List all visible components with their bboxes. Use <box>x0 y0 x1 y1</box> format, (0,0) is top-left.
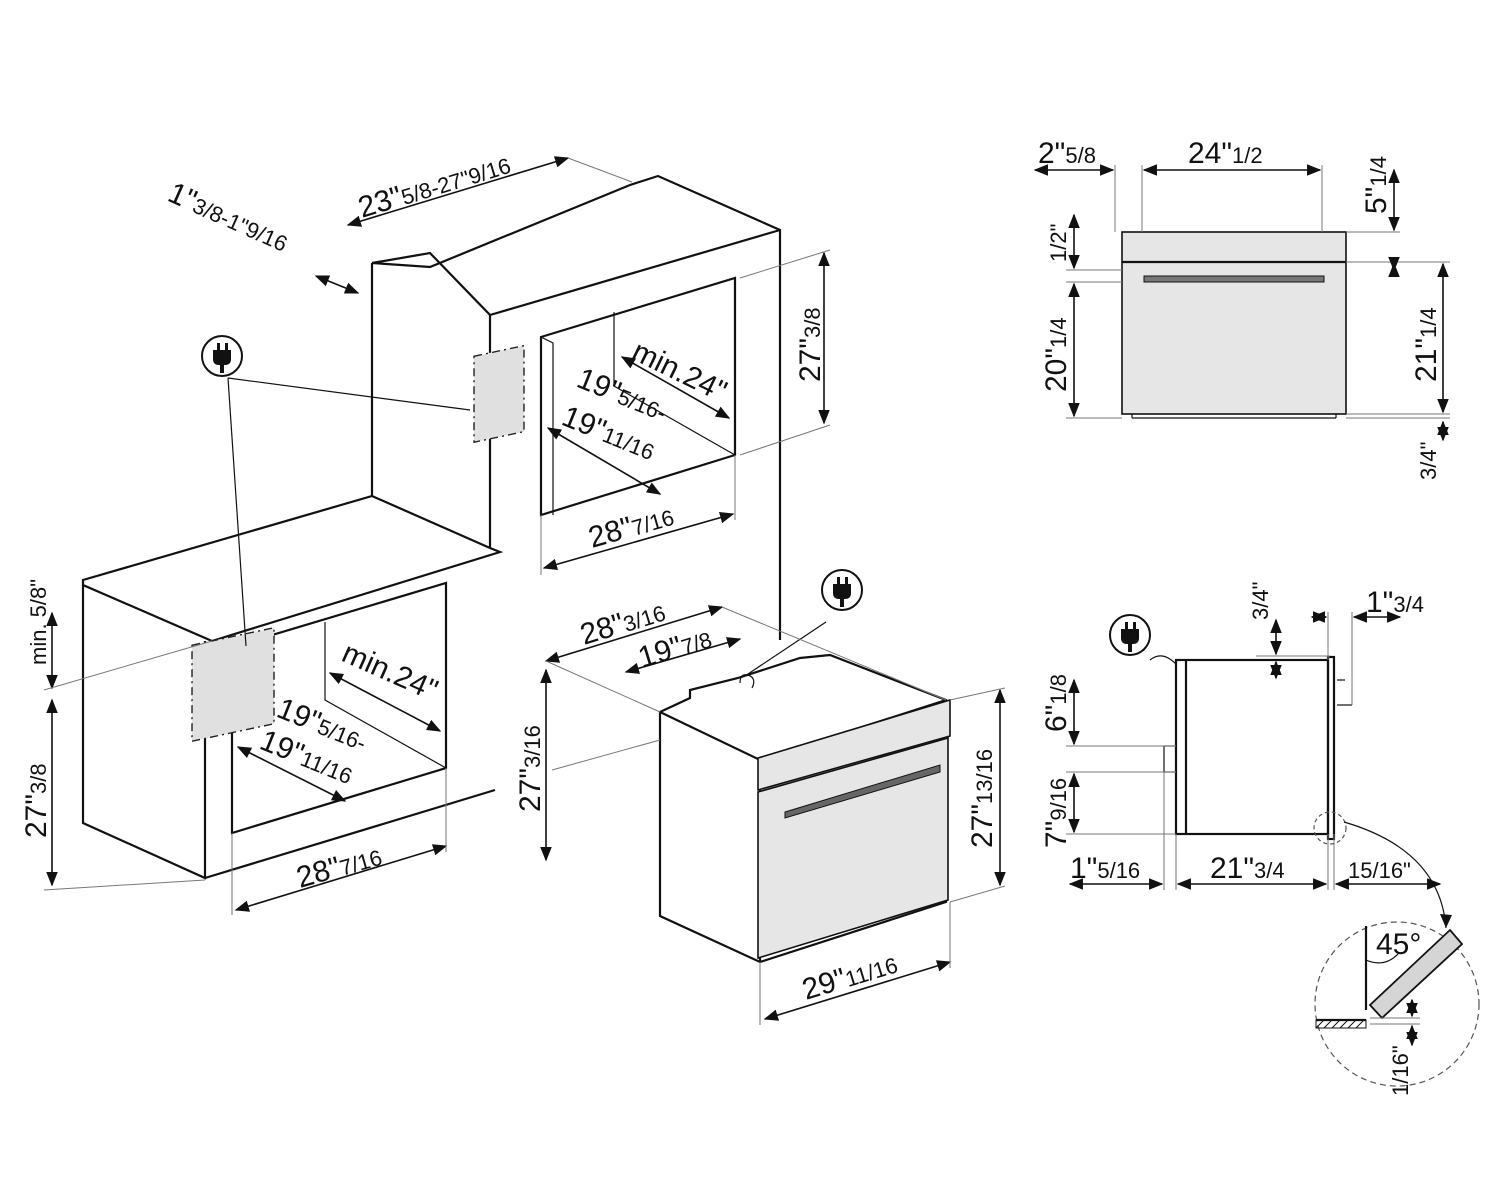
tall-bottom-label: 28"7/16 <box>585 499 678 555</box>
front-panel-label: 1/2" <box>1046 224 1071 262</box>
side-view <box>1066 611 1452 929</box>
front-top-gap-label: 5"1/4 <box>1360 156 1393 214</box>
gap-label: min. 5/8" <box>26 579 51 665</box>
plug-icon <box>201 335 243 377</box>
plug-icon <box>1109 614 1151 656</box>
oven-right-height-label: 27"13/16 <box>966 749 999 848</box>
tall-height-label: 27"3/8 <box>794 307 827 382</box>
under-depth-label: min.24" <box>337 636 442 707</box>
side-top-gap-label: 3/4" <box>1248 582 1273 620</box>
front-body-height-label: 20"1/4 <box>1040 317 1073 392</box>
side-depth-label: 21"3/4 <box>1210 852 1285 885</box>
front-width-label: 24"1/2 <box>1188 137 1263 170</box>
plug-leader <box>227 377 471 411</box>
plug-icon <box>821 569 863 611</box>
top-width-label: 23"5/8-27"9/16 <box>354 147 514 224</box>
side-upper-label: 6"1/8 <box>1040 674 1073 732</box>
front-left-offset-label: 2"5/8 <box>1038 137 1096 170</box>
oven-left-height-label: 27"3/16 <box>514 725 547 812</box>
front-view <box>1033 164 1450 442</box>
front-bottom-label: 3/4" <box>1416 442 1441 480</box>
side-back-label: 1"5/16 <box>1070 852 1140 885</box>
tall-cabinet <box>314 156 831 640</box>
front-total-height-label: 21"1/4 <box>1410 307 1443 382</box>
detail-offset-label: 1/16" <box>1388 1045 1413 1096</box>
detail-view <box>1314 921 1480 1087</box>
under-counter-cabinet <box>43 494 504 915</box>
oven-iso <box>540 605 1006 1025</box>
side-lower-label: 7"9/16 <box>1040 778 1073 848</box>
side-door-label: 1"3/4 <box>1366 586 1424 619</box>
oven-bottom-width-label: 29"11/16 <box>798 947 901 1007</box>
under-height-label: 27"3/8 <box>20 763 53 838</box>
top-depth-label: 1"3/8-1"9/16 <box>163 176 293 258</box>
plug-leader <box>227 377 247 647</box>
side-front-label: 15/16" <box>1348 858 1411 883</box>
oven-top-width-label: 28"3/16 <box>576 595 669 652</box>
detail-angle-label: 45° <box>1376 928 1421 961</box>
